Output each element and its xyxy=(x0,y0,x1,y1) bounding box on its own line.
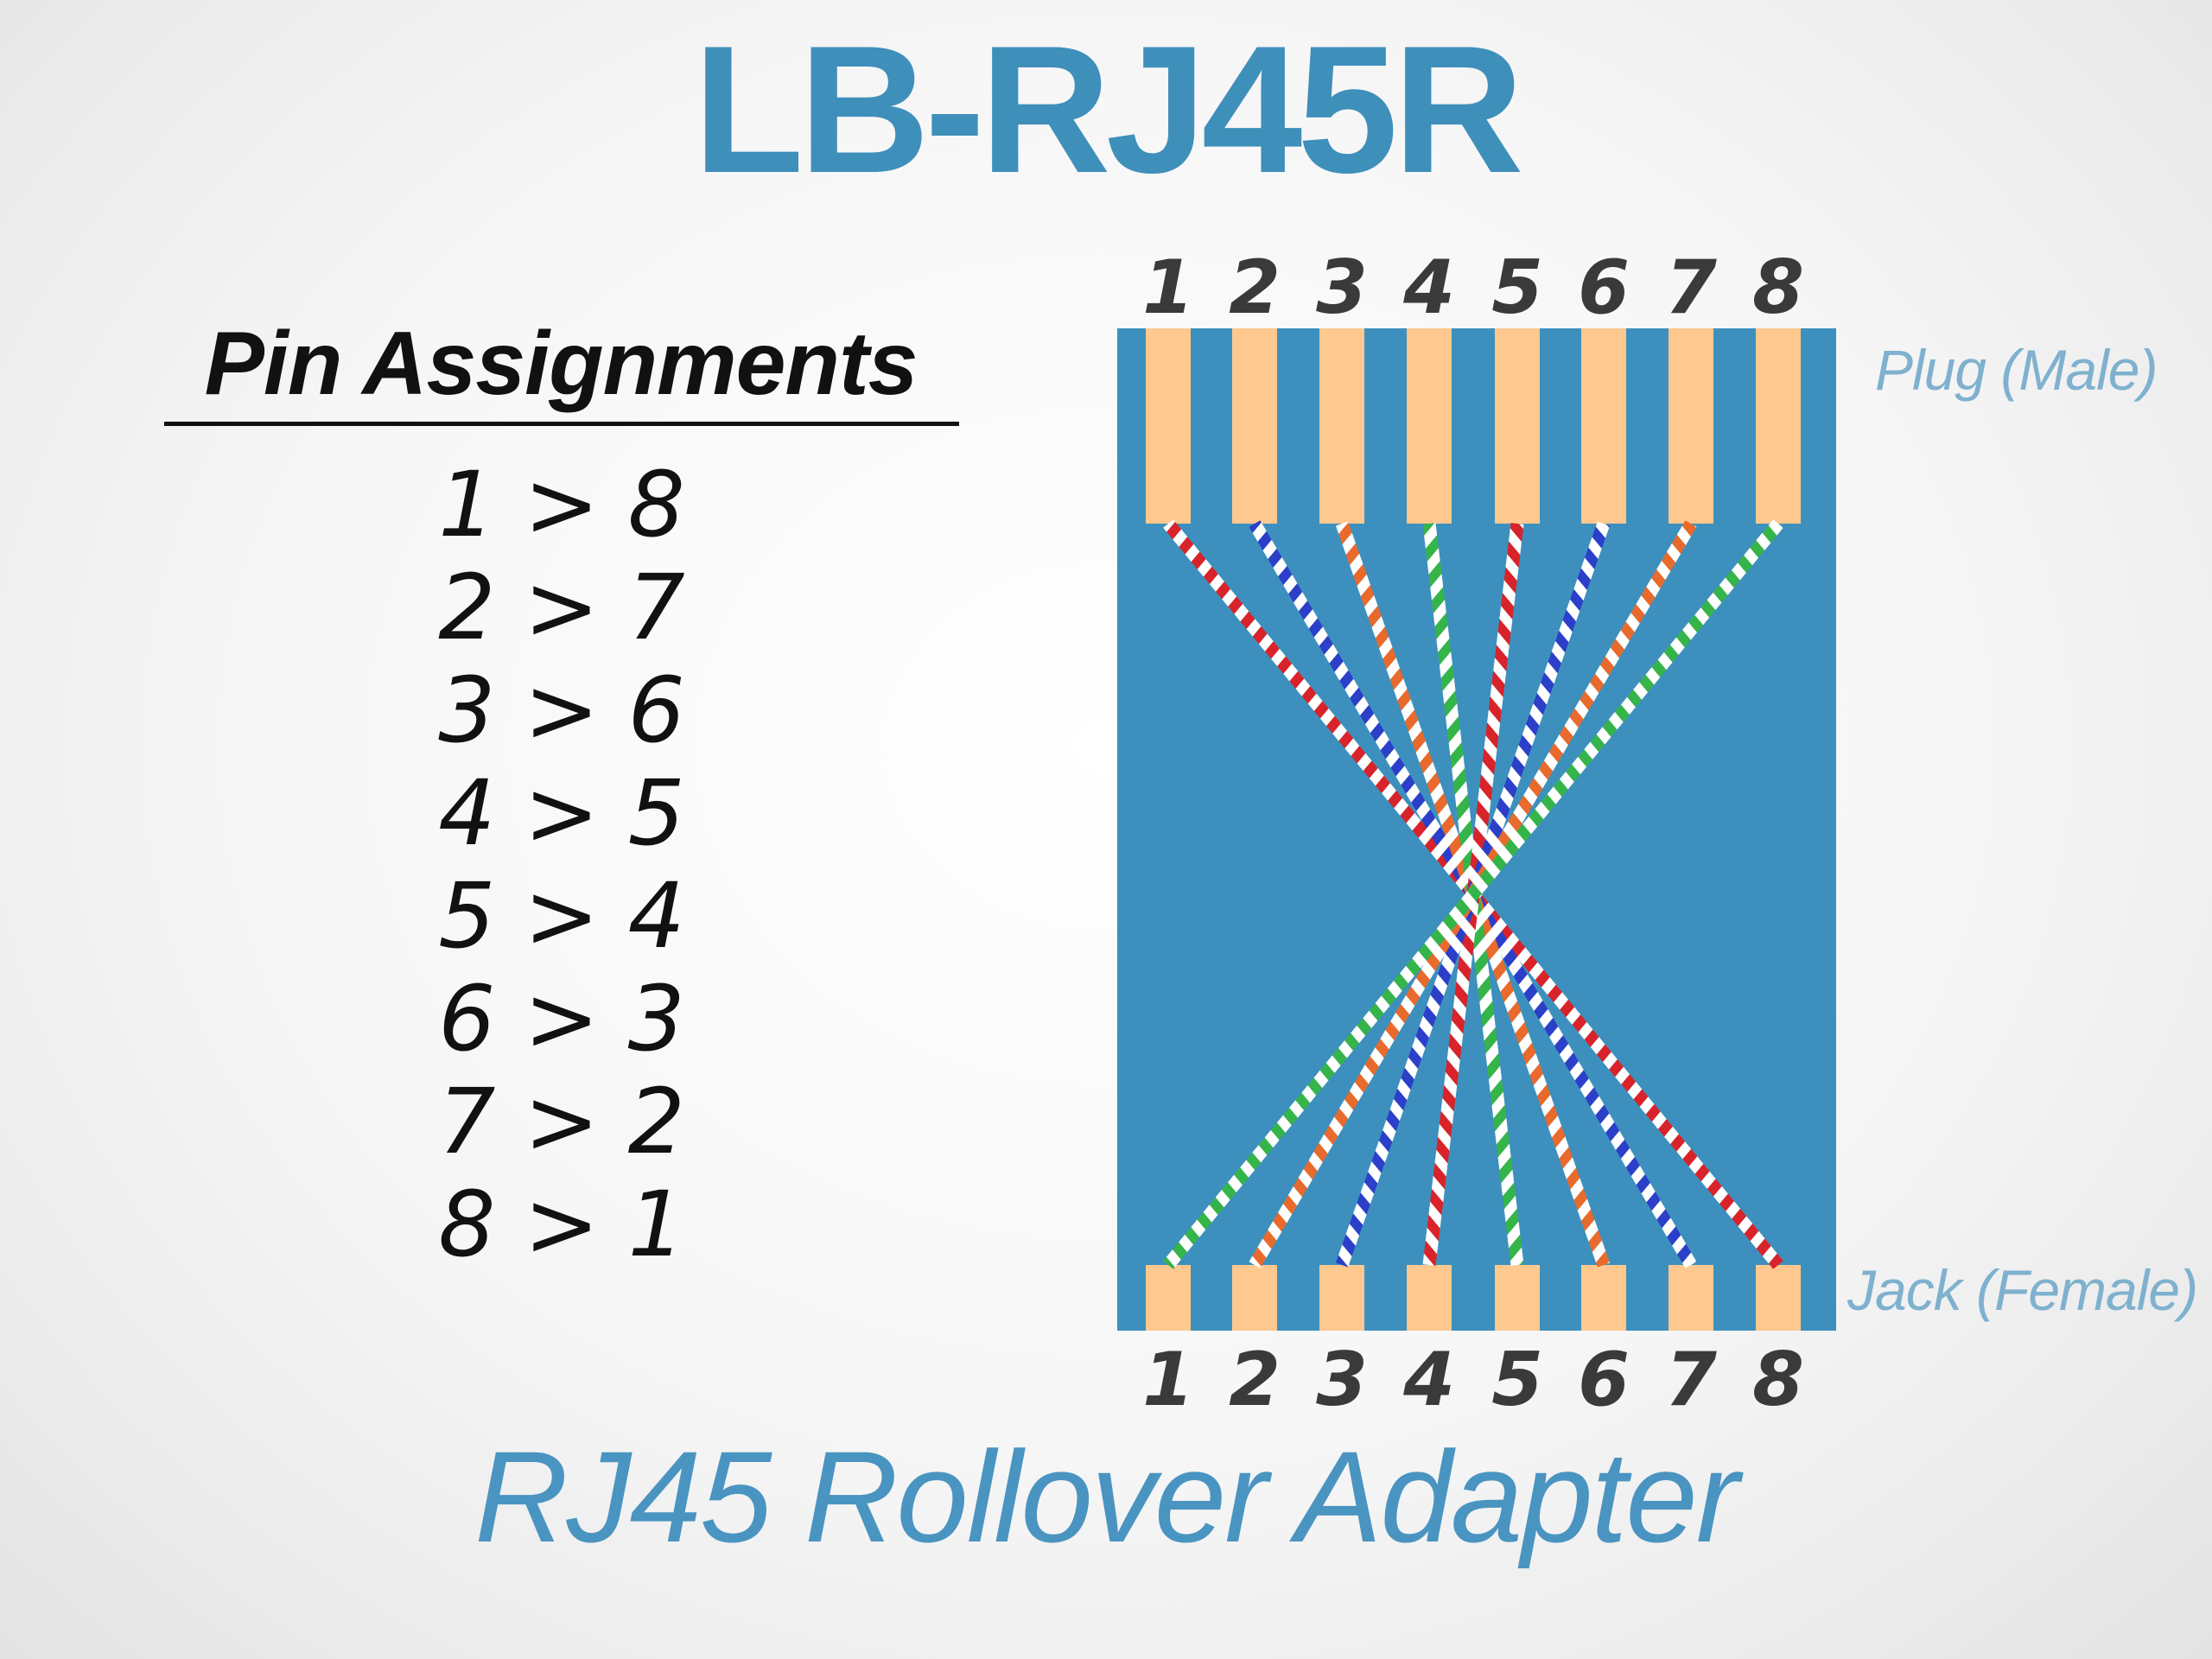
pin-assignment-row: 4 > 5 xyxy=(438,760,685,866)
plug-pin-number-6: 6 xyxy=(1578,245,1630,331)
jack-pin-contact-7 xyxy=(1669,1265,1713,1331)
plug-pin-number-4: 4 xyxy=(1402,245,1455,331)
plug-pin-contacts xyxy=(1146,328,1801,524)
plug-pin-contact-2 xyxy=(1232,328,1277,524)
wire-pin-8-to-1 xyxy=(1163,519,1783,1269)
pin-assignment-row: 2 > 7 xyxy=(438,555,685,660)
plug-pin-contact-7 xyxy=(1669,328,1713,524)
plug-pin-number-2: 2 xyxy=(1229,245,1281,331)
jack-pin-number-1: 1 xyxy=(1142,1337,1194,1423)
plug-pin-number-7: 7 xyxy=(1665,245,1717,331)
jack-pin-contact-5 xyxy=(1495,1265,1540,1331)
plug-pin-contact-6 xyxy=(1581,328,1626,524)
jack-pin-number-2: 2 xyxy=(1229,1337,1281,1423)
jack-pin-number-3: 3 xyxy=(1316,1337,1368,1423)
plug-pin-contact-3 xyxy=(1319,328,1364,524)
plug-pin-number-8: 8 xyxy=(1752,245,1804,331)
plug-male-label: Plug (Male) xyxy=(1875,338,2158,402)
plug-pin-contact-4 xyxy=(1407,328,1452,524)
plug-pin-contact-1 xyxy=(1146,328,1191,524)
jack-female-label: Jack (Female) xyxy=(1847,1258,2198,1322)
jack-pin-contact-8 xyxy=(1756,1265,1801,1331)
plug-pin-number-5: 5 xyxy=(1491,245,1543,331)
pin-assignment-row: 3 > 6 xyxy=(438,658,685,763)
plug-pin-contact-5 xyxy=(1495,328,1540,524)
pin-assignment-row: 7 > 2 xyxy=(438,1069,685,1174)
jack-pin-number-8: 8 xyxy=(1752,1337,1804,1423)
pin-assignments-heading: Pin Assignments xyxy=(204,314,918,414)
product-subtitle: RJ45 Rollover Adapter xyxy=(474,1424,1739,1569)
jack-pin-number-6: 6 xyxy=(1578,1337,1630,1423)
jack-pin-number-5: 5 xyxy=(1491,1337,1543,1423)
jack-pin-number-7: 7 xyxy=(1665,1337,1717,1423)
jack-pin-contact-6 xyxy=(1581,1265,1626,1331)
jack-pin-contact-1 xyxy=(1146,1265,1191,1331)
product-title: LB-RJ45R xyxy=(693,8,1524,211)
pin-assignment-row: 1 > 8 xyxy=(438,452,685,557)
pin-assignment-list: 1 > 8 2 > 7 3 > 6 4 > 5 5 > 4 6 > 3 7 > … xyxy=(328,454,795,1276)
jack-pin-contact-4 xyxy=(1407,1265,1452,1331)
pin-assignment-row: 6 > 3 xyxy=(438,966,685,1071)
jack-pin-contact-2 xyxy=(1232,1265,1277,1331)
heading-underline xyxy=(164,422,959,426)
pin-assignment-row: 5 > 4 xyxy=(438,863,685,969)
wires xyxy=(1163,519,1783,1269)
plug-pin-number-3: 3 xyxy=(1316,245,1368,331)
jack-pin-number-4: 4 xyxy=(1402,1337,1455,1423)
plug-pin-contact-8 xyxy=(1756,328,1801,524)
pin-assignment-row: 8 > 1 xyxy=(438,1172,685,1277)
jack-pin-contacts xyxy=(1146,1265,1801,1331)
jack-pin-contact-3 xyxy=(1319,1265,1364,1331)
plug-pin-number-1: 1 xyxy=(1142,245,1194,331)
